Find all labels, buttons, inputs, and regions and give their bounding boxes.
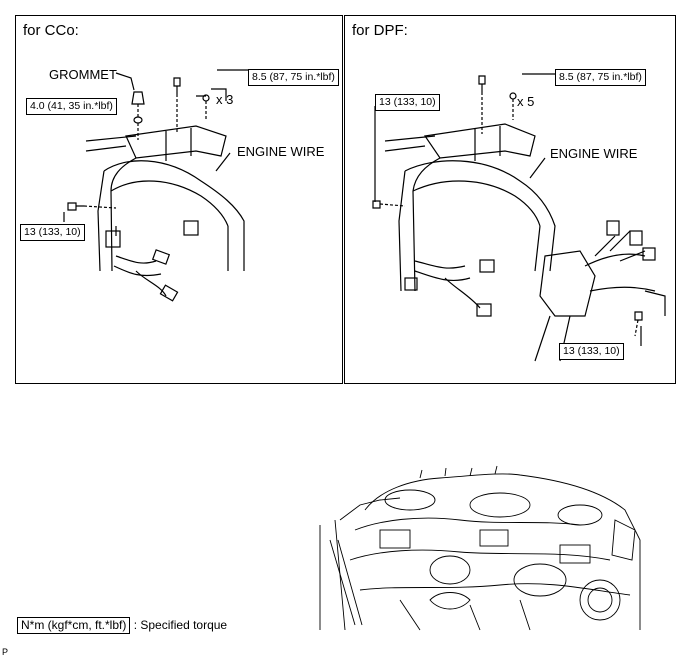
engine-wire-dpf-drawing xyxy=(372,73,666,362)
torque-left-box: 13 (133, 10) xyxy=(375,94,440,111)
panel-title: for CCo: xyxy=(23,22,79,39)
engine-wire-label: ENGINE WIRE xyxy=(550,146,638,161)
grommet-label: GROMMET xyxy=(49,67,117,82)
torque-top-box: 8.5 (87, 75 in.*lbf) xyxy=(555,69,646,86)
engine-wire-cco-drawing xyxy=(63,69,248,302)
torque-bottom-box: 13 (133, 10) xyxy=(559,343,624,360)
bolt-count: x 3 xyxy=(216,92,234,107)
panel-cco: for CCo: GROMMET 4.0 (41, 35 in.*lbf) 8.… xyxy=(15,15,343,384)
legend-unit-box: N*m (kgf*cm, ft.*lbf) xyxy=(17,617,131,634)
footer-code: P xyxy=(2,647,9,657)
legend: N*m (kgf*cm, ft.*lbf) : Specified torque xyxy=(17,617,227,634)
torque-grommet-box: 4.0 (41, 35 in.*lbf) xyxy=(26,98,117,115)
panel-title: for DPF: xyxy=(352,22,408,39)
torque-top-box: 8.5 (87, 75 in.*lbf) xyxy=(248,69,339,86)
legend-text: : Specified torque xyxy=(133,618,228,632)
engine-wire-label: ENGINE WIRE xyxy=(237,144,325,159)
panel-dpf: for DPF: 8.5 (87, 75 in.*lbf) x 5 13 (13… xyxy=(344,15,676,384)
torque-side-box: 13 (133, 10) xyxy=(20,224,85,241)
bolt-count: x 5 xyxy=(517,94,535,109)
